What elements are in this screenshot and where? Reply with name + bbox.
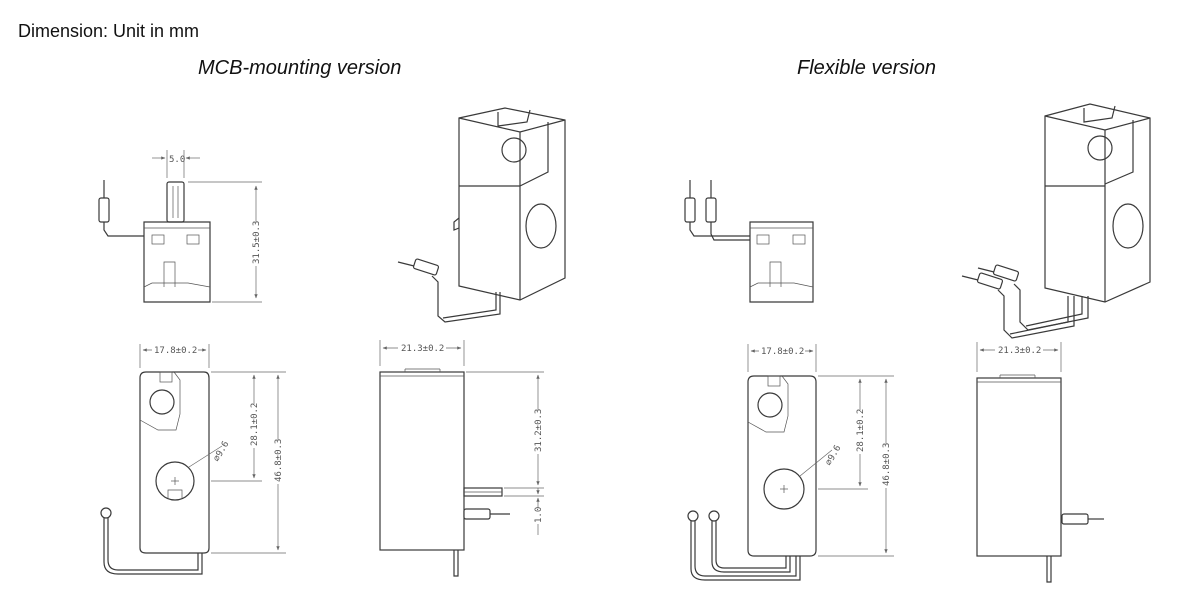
mcb-pin-thickness-label: 1.0 xyxy=(534,507,544,523)
dimension-heading: Dimension: Unit in mm xyxy=(18,21,200,41)
flex-hole-diameter-label: ⌀9.6 xyxy=(824,444,844,468)
flex-front-hole xyxy=(763,468,805,510)
flex-iso-hole xyxy=(1112,203,1144,249)
flex-side-view: 21.3±0.2 xyxy=(976,342,1104,583)
mcb-side-ferrule xyxy=(463,508,491,520)
flex-front-width-label: 17.8±0.2 xyxy=(761,347,804,357)
mcb-iso-clip-ring xyxy=(501,137,527,163)
flex-top-view xyxy=(684,180,814,303)
mcb-side-height-label: 31.5±0.3 xyxy=(252,221,262,264)
flex-iso-clip-ring xyxy=(1087,135,1113,161)
mcb-front-total-height-label: 46.8±0.3 xyxy=(274,439,284,482)
mcb-front-width-label: 17.8±0.2 xyxy=(154,346,197,356)
mcb-front-body xyxy=(139,371,210,554)
flex-side-body xyxy=(976,377,1062,557)
flex-isometric-view xyxy=(961,103,1151,339)
flex-front-clip-ring xyxy=(757,392,783,418)
mcb-top-view: 5.0 31.5±0.3 xyxy=(98,150,262,303)
mcb-side-body-height-label: 31.2±0.3 xyxy=(534,409,544,452)
mcb-version-title: MCB-mounting version xyxy=(198,57,402,79)
mcb-iso-ferrule xyxy=(412,258,440,276)
flex-side-width-label: 21.3±0.2 xyxy=(998,346,1041,356)
flex-cable-ferrule-1 xyxy=(684,197,696,223)
mcb-isometric-view xyxy=(397,107,566,323)
mcb-iso-hole xyxy=(525,203,557,249)
flex-front-total-height-label: 46.8±0.3 xyxy=(882,443,892,486)
flex-cable-ferrule-2 xyxy=(705,197,717,223)
mcb-hole-diameter-label: ⌀9.6 xyxy=(212,440,232,464)
flex-front-body xyxy=(747,375,817,557)
mcb-front-upper-height-label: 28.1±0.2 xyxy=(250,403,260,446)
mcb-pin-spacing-label: 5.0 xyxy=(169,155,185,165)
mcb-side-width-label: 21.3±0.2 xyxy=(401,344,444,354)
flex-iso-ferrule-1 xyxy=(992,264,1020,282)
mcb-side-body xyxy=(379,371,465,551)
flexible-version-title: Flexible version xyxy=(797,57,936,79)
flex-side-ferrule xyxy=(1061,513,1089,525)
flex-top-body xyxy=(749,221,814,303)
mcb-front-clip-ring xyxy=(149,389,175,415)
mcb-front-view: 17.8±0.2 28.1±0.2 46.8±0.3 ⌀9.6 xyxy=(100,344,286,575)
mcb-front-hole xyxy=(155,461,195,501)
flex-iso-ferrule-2 xyxy=(976,272,1004,290)
flex-front-view: 17.8±0.2 28.1±0.2 46.8±0.3 ⌀9.6 xyxy=(687,344,894,581)
mcb-top-body xyxy=(143,221,211,303)
flex-front-upper-height-label: 28.1±0.2 xyxy=(856,409,866,452)
mcb-plug-pin xyxy=(166,181,185,223)
mcb-cable-ferrule xyxy=(98,197,110,223)
mcb-side-view: 21.3±0.2 31.2±0.3 1.0 xyxy=(379,340,544,577)
